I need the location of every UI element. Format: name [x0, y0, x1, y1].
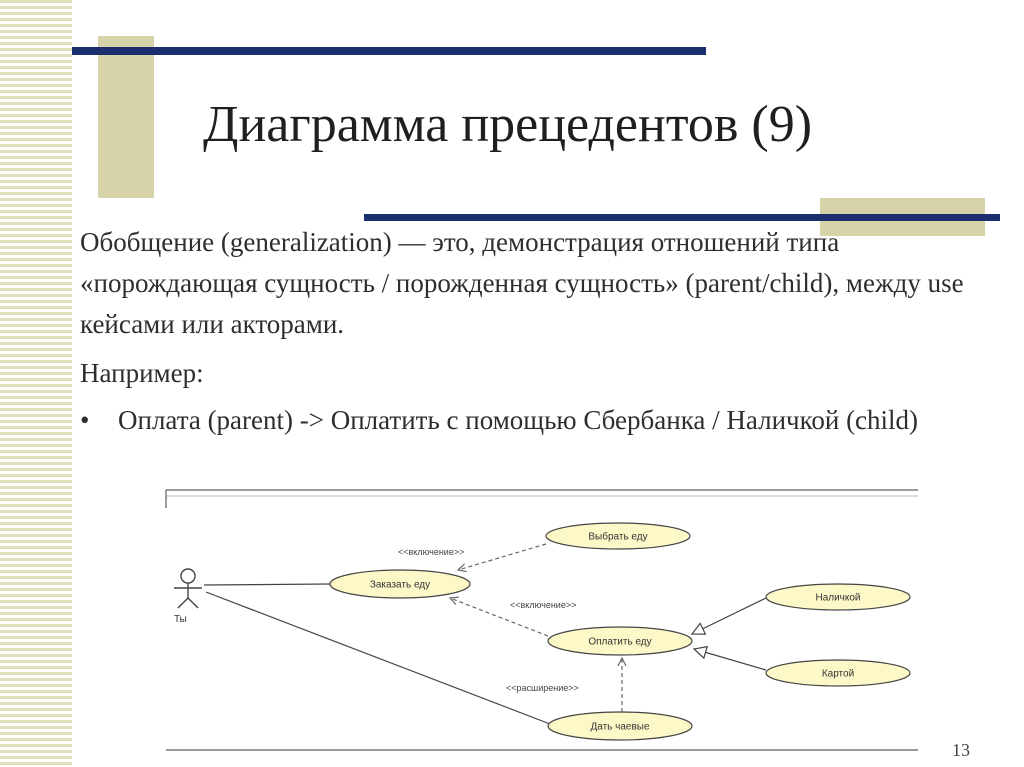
extend-label: <<расширение>> — [506, 683, 579, 693]
slide-title: Диаграмма прецедентов (9) — [203, 96, 813, 153]
title-bottom-rule — [364, 214, 1000, 221]
example-label: Например: — [80, 358, 204, 388]
bullet-item: • Оплата (parent) -> Оплатить с помощью … — [80, 400, 980, 441]
bullet-marker: • — [80, 405, 90, 435]
use-case-pay-cash: Наличкой — [765, 583, 911, 611]
use-case-label: Наличкой — [815, 593, 860, 604]
use-case-label: Дать чаевые — [590, 722, 650, 733]
left-striped-band — [0, 0, 72, 767]
title-top-rule — [72, 47, 706, 55]
use-case-pay-card: Картой — [765, 659, 911, 687]
include-label-2: <<включение>> — [510, 600, 576, 610]
page-number: 13 — [952, 740, 970, 760]
use-case-label: Оплатить еду — [588, 637, 651, 648]
actor-label: Ты — [174, 614, 187, 625]
include-arrow-pay — [450, 598, 549, 637]
use-case-choose-food: Выбрать еду — [545, 522, 691, 550]
association-actor-tip — [205, 591, 551, 725]
use-case-order-food: Заказать еду — [329, 569, 471, 599]
slide-content: Обобщение (generalization) — это, демонс… — [80, 222, 980, 441]
bullet-text: Оплата (parent) -> Оплатить с помощью Сб… — [118, 405, 919, 435]
definition-paragraph: Обобщение (generalization) — это, демонс… — [80, 227, 964, 339]
include-label-1: <<включение>> — [398, 547, 464, 557]
generalization-cash — [692, 597, 767, 634]
use-case-label: Заказать еду — [370, 580, 430, 591]
use-case-label: Картой — [822, 669, 854, 680]
include-arrow-choose — [458, 543, 547, 570]
decorative-khaki-block — [98, 36, 154, 198]
generalization-card — [694, 649, 767, 671]
use-case-label: Выбрать еду — [588, 531, 647, 543]
use-case-tip: Дать чаевые — [547, 711, 693, 741]
use-case-pay-food: Оплатить еду — [547, 626, 693, 656]
actor-figure — [174, 568, 202, 609]
association-actor-order — [203, 583, 331, 586]
use-case-diagram: Ты <<включение>> <<включение>> <<расшире… — [160, 486, 920, 754]
